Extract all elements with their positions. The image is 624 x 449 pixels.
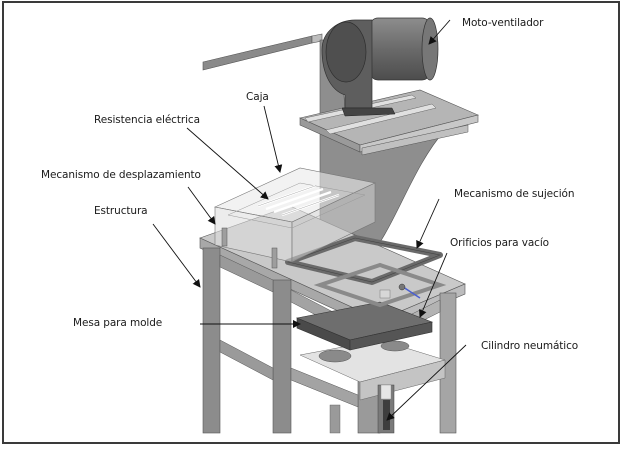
arrow-cilindro	[386, 344, 467, 421]
mecanismo-desplazamiento-part	[221, 227, 278, 269]
label-resistencia-electrica: Resistencia eléctrica	[94, 114, 200, 126]
label-mecanismo-sujecion: Mecanismo de sujeción	[454, 188, 575, 200]
leader-lines	[152, 19, 467, 421]
resistencia-electrica-part	[257, 184, 340, 217]
arrow-estructura	[152, 223, 201, 288]
label-caja: Caja	[246, 91, 269, 103]
arrow-resistencia	[186, 127, 269, 200]
mecanismo-sujecion-part	[285, 235, 447, 308]
moto-ventilador-part	[321, 17, 439, 117]
label-mesa-molde: Mesa para molde	[73, 317, 163, 329]
label-moto-ventilador: Moto-ventilador	[462, 17, 544, 29]
label-cilindro-neumatico: Cilindro neumático	[481, 340, 579, 352]
mesa-molde-part	[295, 301, 434, 351]
arrow-sujecion	[416, 198, 440, 249]
label-mecanismo-desplazamiento: Mecanismo de desplazamiento	[41, 169, 201, 181]
arrow-moto-ventilador	[428, 19, 451, 45]
arrow-orificios	[419, 252, 448, 318]
arrow-desplazamiento	[187, 186, 216, 225]
label-estructura: Estructura	[94, 205, 148, 217]
upper-rail	[202, 33, 323, 71]
arrow-caja	[263, 105, 283, 173]
label-orificios-vacio: Orificios para vacío	[450, 237, 549, 249]
